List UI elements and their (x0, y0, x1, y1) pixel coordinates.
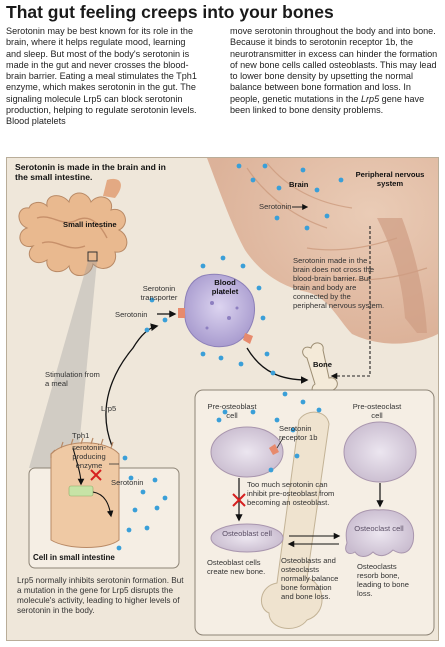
balance-note: Osteoblasts and osteoclasts normally bal… (281, 556, 339, 601)
diagram-heading: Serotonin is made in the brain and in th… (15, 162, 166, 182)
small-intestine-label: Small intestine (63, 220, 117, 229)
osteoclast-cell-shape (345, 509, 415, 557)
intro-right-part2: gene have been linked to bone density pr… (230, 93, 425, 116)
stimulation-label: Stimulation from a meal (45, 370, 100, 388)
bone-label: Bone (313, 360, 332, 369)
brain-label: Brain (289, 180, 309, 189)
intro-right-part1: move serotonin throughout the body and i… (230, 26, 438, 104)
lrp5-label: Lrp5 (101, 404, 117, 413)
serotonin-molecules (116, 163, 344, 551)
brain-note: Serotonin made in the brain does not cro… (293, 256, 385, 310)
brain-serotonin-label: Serotonin (259, 202, 292, 211)
bone-shaft-illustration (261, 411, 330, 629)
osteoclast-label: Osteoclast cell (354, 524, 404, 533)
nerve-connection-line (330, 226, 371, 380)
platelet-to-bone-arrow (246, 347, 309, 384)
small-intestine-illustration (18, 178, 128, 276)
pre-osteoclast-label: Pre-osteoclast cell (352, 402, 402, 420)
brain-illustration (207, 158, 438, 344)
intro-right-text: move serotonin throughout the body and i… (230, 26, 438, 116)
inhibit-x-mark (232, 493, 246, 507)
blood-platelet (178, 273, 255, 348)
lrp5-note: Lrp5 normally inhibits serotonin formati… (17, 576, 184, 615)
cell-serotonin-label: Serotonin (111, 478, 144, 487)
intestinal-cell (50, 437, 120, 548)
enzyme-label: serotonin-producing enzyme (72, 443, 106, 470)
inhibit-note: Too much serotonin can inhibit pre-osteo… (247, 480, 335, 507)
receptor-pointer (276, 437, 284, 449)
serotonin-mid-label: Serotonin (115, 310, 148, 319)
diagram-panel: Serotonin is made in the brain and in th… (6, 157, 439, 641)
pre-osteoblast-label: Pre-osteoblast cell (207, 402, 257, 420)
page-title: That gut feeling creeps into your bones (6, 2, 334, 22)
osteoblast-note: Osteoblast cells create new bone. (207, 558, 266, 576)
intro-left-text: Serotonin may be best known for its role… (6, 26, 197, 127)
diagram-art (18, 158, 438, 636)
intro-gene-name: Lrp5 (360, 93, 380, 104)
receptor-label: Serotonin receptor 1b (279, 424, 318, 442)
peripheral-nervous-label: Peripheral nervous system (355, 170, 425, 188)
pre-osteoclast-cell-shape (343, 421, 417, 483)
osteoclast-note: Osteoclasts resorb bone, leading to bone… (357, 562, 409, 598)
cell-caption: Cell in small intestine (33, 553, 115, 562)
pre-osteoblast-cell-shape (210, 426, 284, 478)
tph1-label: Tph1 (72, 431, 90, 440)
zoom-wedge (29, 261, 97, 468)
osteoblast-cell-shape (210, 523, 284, 553)
gut-to-blood-arrow (105, 323, 159, 447)
serotonin-transporter-label: Serotonin transporter (140, 284, 178, 302)
osteoblast-label: Osteoblast cell (222, 529, 272, 538)
blood-platelet-label: Blood platelet (211, 278, 239, 296)
